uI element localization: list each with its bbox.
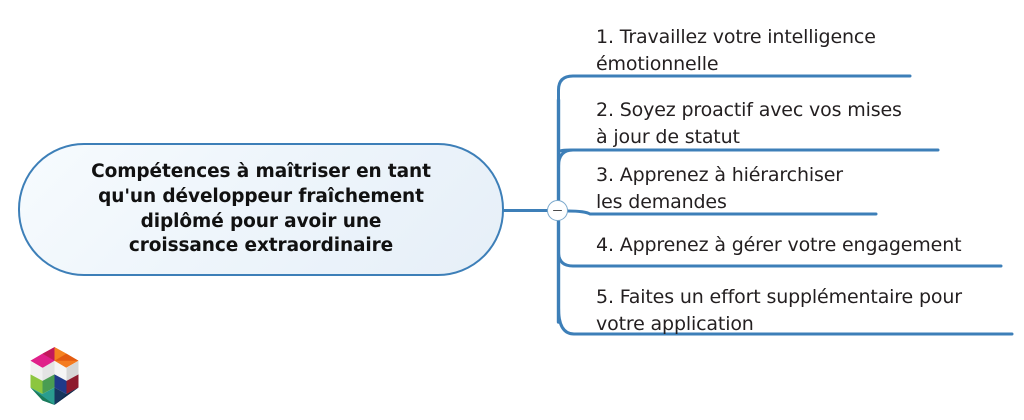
logo-facet-bottom-left bbox=[30, 387, 55, 405]
central-node-label: Compétences à maîtriser en tant qu'un dé… bbox=[91, 161, 431, 257]
branch-label-1: 1. Travaillez votre intelligence émotion… bbox=[596, 26, 876, 75]
logo-facet-mid-left-2 bbox=[42, 360, 55, 381]
logo-facet-mid-right bbox=[54, 360, 67, 381]
branch-label-2: 2. Soyez proactif avec vos mises à jour … bbox=[596, 99, 902, 148]
logo-facet-magenta bbox=[42, 347, 55, 361]
minus-icon bbox=[553, 209, 562, 212]
hexagon-cube-logo bbox=[30, 347, 79, 405]
connector-branch-2-curve bbox=[557, 148, 575, 168]
branch-item-2[interactable]: 2. Soyez proactif avec vos mises à jour … bbox=[596, 97, 1016, 151]
logo-facet-green-dark bbox=[42, 374, 55, 394]
logo-facet-mid-left bbox=[30, 360, 43, 381]
logo-facet-orange-dark bbox=[54, 353, 79, 361]
logo-facet-pink bbox=[30, 353, 55, 368]
branch-label-5: 5. Faites un effort supplémentaire pour … bbox=[596, 286, 962, 335]
central-node[interactable]: Compétences à maîtriser en tant qu'un dé… bbox=[18, 143, 504, 276]
branch-label-3: 3. Apprenez à hiérarchiser les demandes bbox=[596, 164, 843, 213]
logo-facet-mid-right-2 bbox=[66, 360, 79, 381]
collapse-toggle-button[interactable] bbox=[547, 200, 568, 221]
branch-item-3[interactable]: 3. Apprenez à hiérarchiser les demandes bbox=[596, 162, 1016, 216]
branch-item-1[interactable]: 1. Travaillez votre intelligence émotion… bbox=[596, 24, 1016, 78]
logo-facet-orange-light bbox=[54, 347, 67, 361]
logo-facet-green bbox=[30, 374, 43, 394]
logo-facet-maroon bbox=[66, 374, 79, 394]
branch-label-4: 4. Apprenez à gérer votre engagement bbox=[596, 234, 962, 256]
logo-facet-navy bbox=[54, 374, 67, 394]
branch-item-5[interactable]: 5. Faites un effort supplémentaire pour … bbox=[596, 284, 1024, 338]
branch-item-4[interactable]: 4. Apprenez à gérer votre engagement bbox=[596, 232, 1016, 259]
